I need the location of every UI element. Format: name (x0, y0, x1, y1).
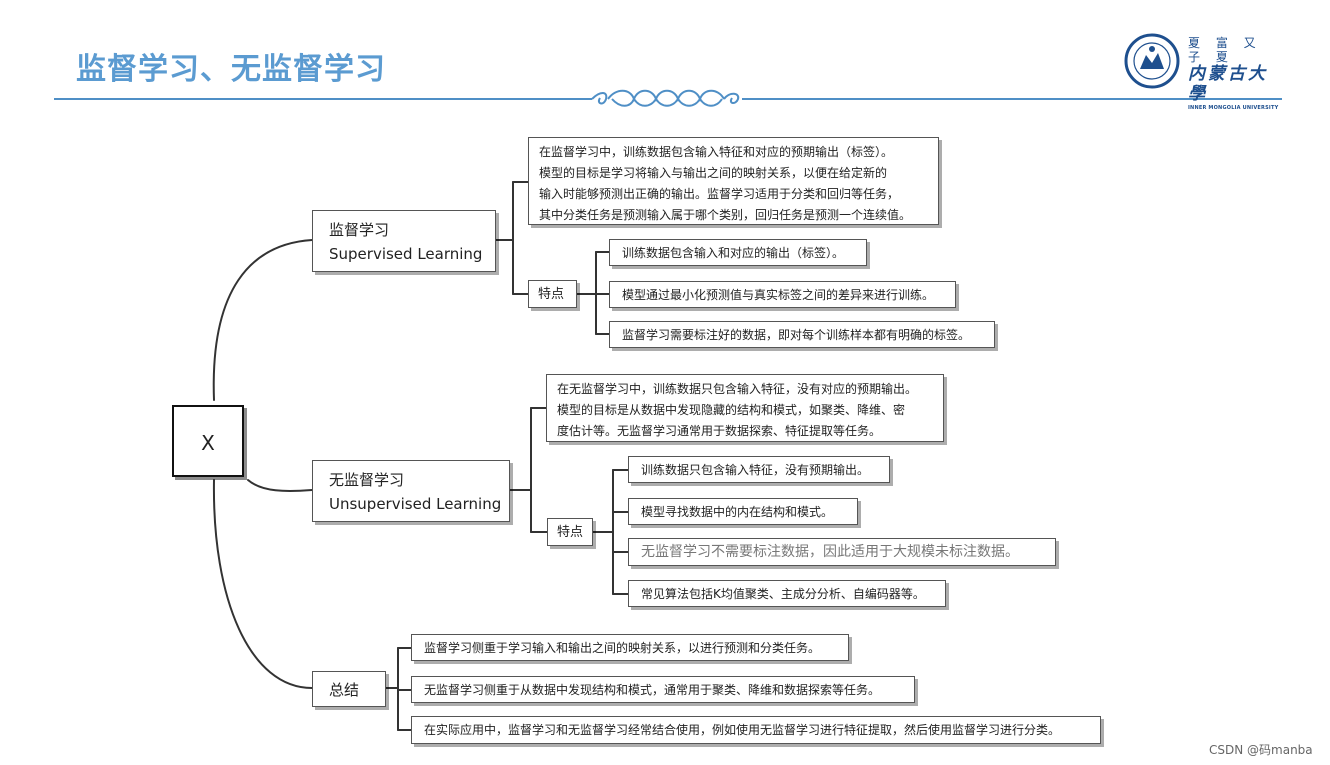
slide-title: 监督学习、无监督学习 (76, 52, 386, 87)
description-line: 在监督学习中，训练数据包含输入特征和对应的预期输出（标签）。 (539, 145, 894, 159)
description-line: 模型的目标是从数据中发现隐藏的结构和模式，如聚类、降维、密 (557, 403, 906, 417)
summary-item: 无监督学习侧重于从数据中发现结构和模式，通常用于聚类、降维和数据探索等任务。 (411, 676, 915, 703)
unsupervised-title-en: Unsupervised Learning (329, 495, 502, 513)
description-line: 度估计等。无监督学习通常用于数据探索、特征提取等任务。 (557, 424, 882, 438)
university-seal-icon (1124, 33, 1180, 89)
summary-item: 监督学习侧重于学习输入和输出之间的映射关系，以进行预测和分类任务。 (411, 634, 849, 661)
description-line: 模型的目标是学习将输入与输出之间的映射关系，以便在给定新的 (539, 166, 888, 180)
logo-chinese-name: 内蒙古大學 (1188, 64, 1268, 104)
supervised-feature-item: 模型通过最小化预测值与真实标签之间的差异来进行训练。 (609, 281, 956, 308)
unsupervised-feature-item: 无监督学习不需要标注数据，因此适用于大规模未标注数据。 (628, 538, 1056, 566)
root-node[interactable]: X (172, 405, 244, 477)
unsupervised-title-cn: 无监督学习 (329, 471, 405, 489)
unsupervised-branch-node[interactable]: 无监督学习 Unsupervised Learning (312, 460, 510, 522)
header-rule-left (54, 98, 592, 100)
summary-branch-node[interactable]: 总结 (312, 671, 386, 707)
unsupervised-feature-item: 训练数据只包含输入特征，没有预期输出。 (628, 456, 890, 483)
logo-mongolian-script: 夏 富 又 子 夏 (1188, 36, 1262, 64)
unsupervised-feature-item: 模型寻找数据中的内在结构和模式。 (628, 498, 858, 525)
description-line: 在无监督学习中，训练数据只包含输入特征，没有对应的预期输出。 (557, 382, 918, 396)
logo-english-name: INNER MONGOLIA UNIVERSITY (1188, 105, 1279, 111)
supervised-title-en: Supervised Learning (329, 245, 483, 263)
supervised-description: 在监督学习中，训练数据包含输入特征和对应的预期输出（标签）。 模型的目标是学习将… (528, 137, 939, 225)
unsupervised-description: 在无监督学习中，训练数据只包含输入特征，没有对应的预期输出。 模型的目标是从数据… (546, 374, 944, 442)
description-line: 输入时能够预测出正确的输出。监督学习适用于分类和回归等任务， (539, 187, 900, 201)
unsupervised-features-node[interactable]: 特点 (547, 518, 593, 546)
rule-ornament-icon (591, 89, 740, 107)
description-line: 其中分类任务是预测输入属于哪个类别，回归任务是预测一个连续值。 (539, 208, 912, 222)
csdn-watermark: CSDN @码manba (1209, 743, 1313, 757)
header-rule-right (742, 98, 1282, 100)
summary-item: 在实际应用中，监督学习和无监督学习经常结合使用，例如使用无监督学习进行特征提取，… (411, 716, 1101, 744)
university-logo-text: 夏 富 又 子 夏 内蒙古大學 INNER MONGOLIA UNIVERSIT… (1188, 36, 1280, 112)
supervised-feature-item: 训练数据包含输入和对应的输出（标签）。 (609, 239, 867, 266)
supervised-branch-node[interactable]: 监督学习 Supervised Learning (312, 210, 496, 272)
supervised-title-cn: 监督学习 (329, 221, 390, 239)
supervised-features-node[interactable]: 特点 (528, 280, 577, 308)
supervised-feature-item: 监督学习需要标注好的数据，即对每个训练样本都有明确的标签。 (609, 321, 995, 348)
unsupervised-feature-item: 常见算法包括K均值聚类、主成分分析、自编码器等。 (628, 580, 946, 607)
